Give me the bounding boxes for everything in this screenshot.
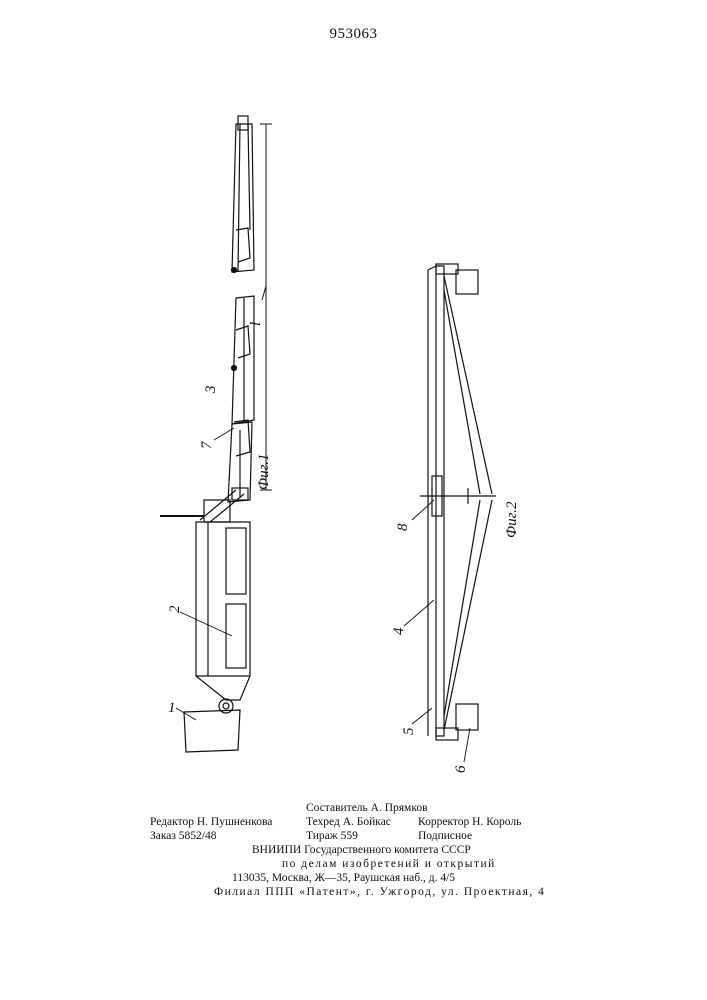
footer-techred: Техред А. Бойкас [306, 815, 391, 829]
footer-circulation: Тираж 559 [306, 829, 358, 843]
main-beam [436, 266, 444, 736]
label-4: 4 [391, 627, 407, 635]
footer-editor: Редактор Н. Пушненкова [150, 815, 272, 829]
label-5: 5 [401, 727, 417, 735]
footer-corrector: Корректор Н. Король [418, 815, 521, 829]
figure-2-caption: Фиг.2 [504, 501, 520, 538]
footer-org-line1: ВНИИПИ Государственного комитета СССР [252, 843, 471, 857]
label-6: 6 [453, 765, 469, 773]
truss-line [444, 276, 492, 494]
footer-org-line2: по делам изобретений и открытий [282, 857, 496, 871]
top-end-block [456, 270, 478, 294]
footer-subscription: Подписное [418, 829, 472, 843]
label-8: 8 [395, 523, 411, 531]
footer-order: Заказ 5852/48 [150, 829, 217, 843]
footer-compiler: Составитель А. Прямков [306, 801, 428, 815]
bottom-end-block [456, 704, 478, 730]
footer-address: 113035, Москва, Ж—35, Раушская наб., д. … [232, 871, 455, 885]
footer-branch: Филиал ППП «Патент», г. Ужгород, ул. Про… [214, 885, 545, 899]
